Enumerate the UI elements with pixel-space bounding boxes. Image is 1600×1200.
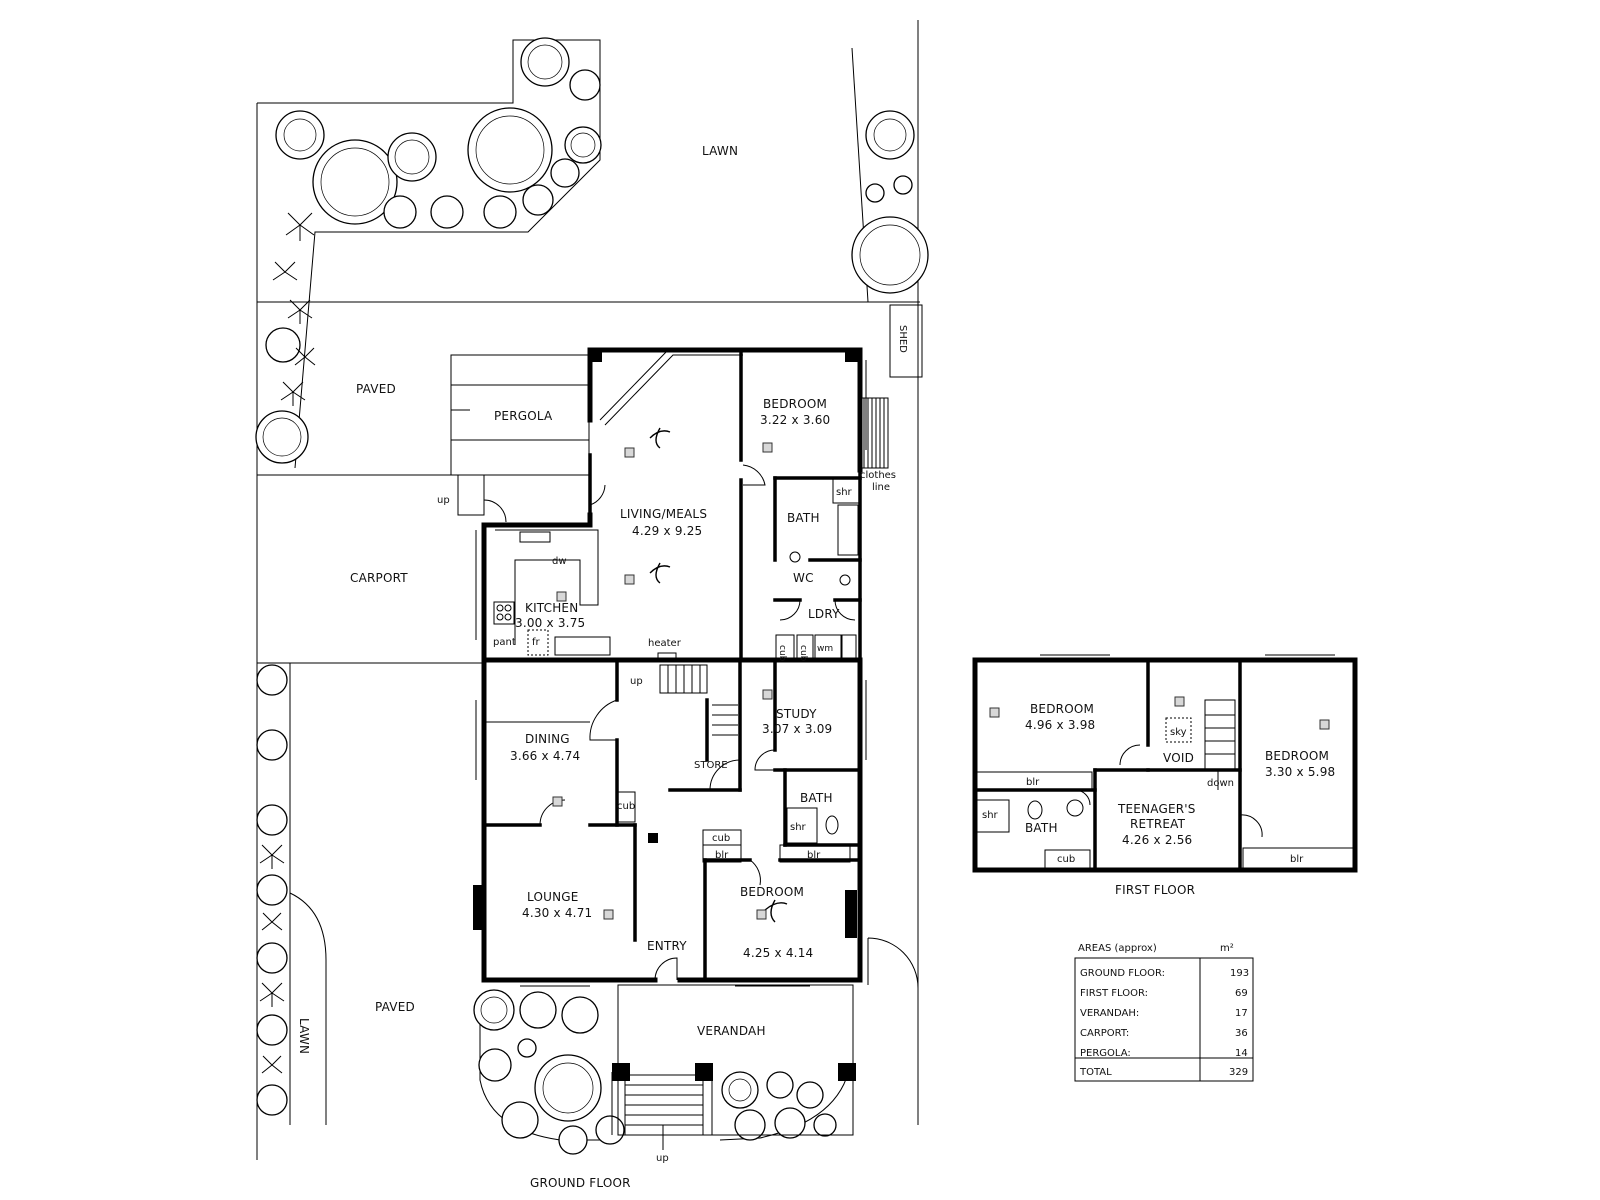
up-label: up: [656, 1153, 669, 1164]
trees: [255, 37, 929, 1155]
area-row-value: 193: [1230, 968, 1249, 979]
area-total-label: TOTAL: [1079, 1067, 1112, 1078]
area-row-value: 14: [1235, 1048, 1248, 1059]
clothes-line-label-1: clothes: [860, 470, 896, 481]
cub-label: cub: [617, 801, 635, 812]
carport-label: CARPORT: [350, 571, 408, 585]
room-dims: 3.30 x 5.98: [1265, 765, 1335, 779]
areas-table-text: AREAS (approx) m² GROUND FLOOR: 193 FIRS…: [1078, 943, 1249, 1078]
cub-label: cub: [712, 833, 730, 844]
blr-label: blr: [1290, 854, 1304, 865]
verandah-label: VERANDAH: [697, 1024, 766, 1038]
room-name: BEDROOM: [1030, 702, 1094, 716]
shr-label: shr: [982, 810, 999, 821]
shed-label: SHED: [897, 325, 908, 353]
area-row-label: GROUND FLOOR:: [1080, 968, 1165, 979]
areas-title: AREAS (approx): [1078, 943, 1157, 954]
areas-table: [1074, 957, 1254, 1082]
bath1-label: BATH: [787, 511, 820, 525]
site-labels: LAWN PAVED PERGOLA CARPORT PAVED LAWN SH…: [297, 144, 908, 1054]
ground-floor-fittings: [457, 360, 867, 1150]
room-dims: 4.29 x 9.25: [632, 524, 702, 538]
room-name: LIVING/MEALS: [620, 507, 707, 521]
blr-label: blr: [715, 850, 729, 861]
bath2-label: BATH: [800, 791, 833, 805]
area-row-value: 36: [1235, 1028, 1248, 1039]
heater-label: heater: [648, 638, 682, 649]
store-label: STORE: [694, 760, 728, 771]
dw-label: dw: [552, 556, 567, 567]
area-row-label: CARPORT:: [1080, 1028, 1129, 1039]
first-floor-room-labels: BEDROOM 4.96 x 3.98 BEDROOM 3.30 x 5.98 …: [982, 702, 1335, 897]
area-row-label: FIRST FLOOR:: [1080, 988, 1148, 999]
room-dims: 3.66 x 4.74: [510, 749, 580, 763]
up-label: up: [437, 495, 450, 506]
shr-label: shr: [836, 487, 853, 498]
cub-label: cub: [1057, 854, 1075, 865]
room-dims: 4.30 x 4.71: [522, 906, 592, 920]
first-floor-caption: FIRST FLOOR: [1115, 883, 1195, 897]
pergola-label: PERGOLA: [494, 409, 553, 423]
lawn-side-label: LAWN: [297, 1018, 311, 1054]
room-name-line1: TEENAGER'S: [1117, 802, 1196, 816]
room-name: BEDROOM: [740, 885, 804, 899]
areas-unit: m²: [1220, 943, 1234, 954]
room-dims: 3.00 x 3.75: [515, 616, 585, 630]
room-name-line2: RETREAT: [1130, 817, 1186, 831]
room-name: STUDY: [776, 707, 817, 721]
ground-floor-room-labels: BEDROOM 3.22 x 3.60 LIVING/MEALS 4.29 x …: [437, 397, 853, 1190]
room-name: DINING: [525, 732, 570, 746]
paved-bottom-label: PAVED: [375, 1000, 415, 1014]
area-total-value: 329: [1229, 1067, 1248, 1078]
bath-label: BATH: [1025, 821, 1058, 835]
area-row-value: 17: [1235, 1008, 1248, 1019]
blr-label: blr: [1026, 777, 1040, 788]
paved-top-label: PAVED: [356, 382, 396, 396]
blr-label: blr: [807, 850, 821, 861]
sky-label: sky: [1170, 727, 1187, 738]
ground-floor-caption: GROUND FLOOR: [530, 1176, 631, 1190]
first-floor-walls: [972, 654, 1358, 873]
room-name: KITCHEN: [525, 601, 578, 615]
void-label: VOID: [1163, 751, 1194, 765]
cub-label: cub: [798, 645, 808, 662]
up-label: up: [630, 676, 643, 687]
room-dims: 3.22 x 3.60: [760, 413, 830, 427]
area-row-label: PERGOLA:: [1080, 1048, 1131, 1059]
room-name: LOUNGE: [527, 890, 579, 904]
cub-label: cub: [777, 645, 787, 662]
area-row-label: VERANDAH:: [1080, 1008, 1139, 1019]
room-dims: 4.96 x 3.98: [1025, 718, 1095, 732]
lawn-top-label: LAWN: [702, 144, 738, 158]
down-label: down: [1207, 778, 1234, 789]
wm-label: wm: [817, 644, 833, 654]
fr-label: fr: [532, 637, 541, 648]
room-name: BEDROOM: [763, 397, 827, 411]
area-row-value: 69: [1235, 988, 1248, 999]
wc-label: WC: [793, 571, 814, 585]
ldry-label: LDRY: [808, 607, 840, 621]
clothes-line-label-2: line: [872, 482, 890, 493]
room-dims: 4.25 x 4.14: [743, 946, 813, 960]
entry-label: ENTRY: [647, 939, 687, 953]
room-dims: 3.07 x 3.09: [762, 722, 832, 736]
shr-label: shr: [790, 822, 807, 833]
pant-label: pant: [493, 637, 516, 648]
room-name: BEDROOM: [1265, 749, 1329, 763]
room-dims: 4.26 x 2.56: [1122, 833, 1192, 847]
